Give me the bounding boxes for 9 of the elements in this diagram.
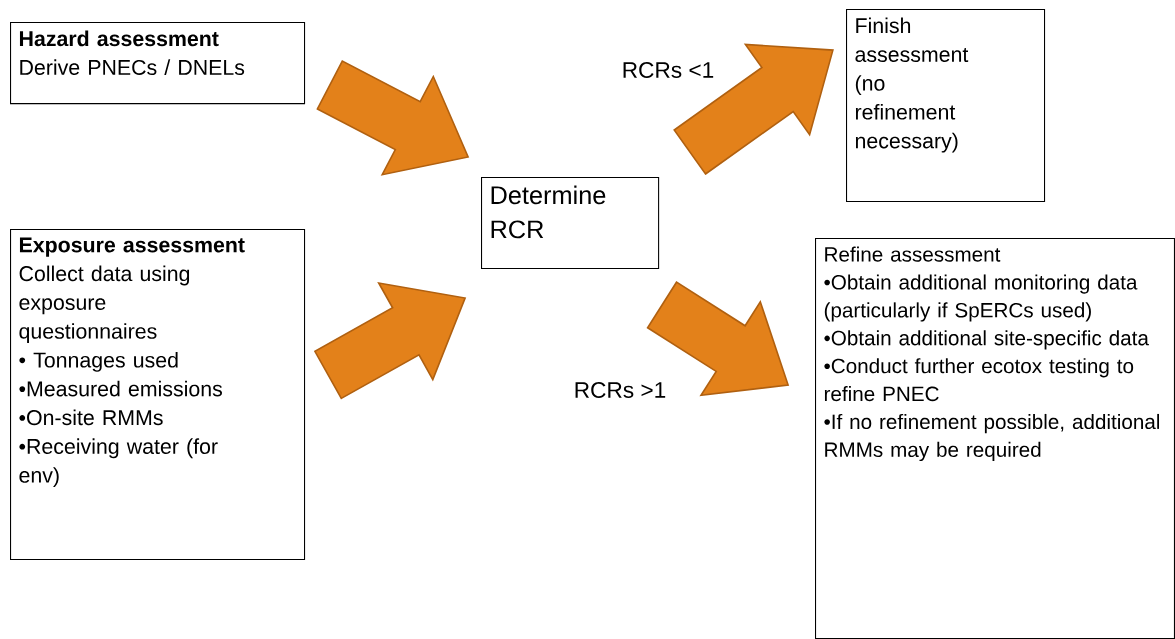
edge-label: RCRs >1 <box>571 379 669 401</box>
box: Finish assessment (no refinement necessary) <box>846 9 1046 203</box>
block-arrow <box>316 60 470 176</box>
edge-label: RCRs <1 <box>619 59 717 81</box>
box: Refine assessment •Obtain additional monitoring data (particularly if SpERCs used) •Obtain additional site-specific data •Conduct further ecotox testing to refine PNEC •If no refinement possible, additional RMMs may be required <box>815 238 1175 639</box>
box: Exposure assessment Collect data using exposure questionnaires • Tonnages used •Measured emissions •On-site RMMs •Receiving water (for env) <box>10 229 306 561</box>
box: Hazard assessment Derive PNECs / DNELs <box>10 22 306 105</box>
box: Determine RCR <box>481 177 660 269</box>
block-arrow <box>646 281 790 397</box>
